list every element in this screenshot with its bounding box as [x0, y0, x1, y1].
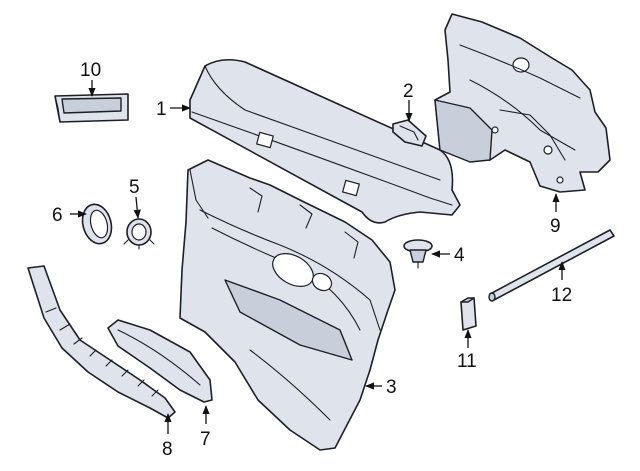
callout-6: 6 — [52, 205, 63, 226]
callout-3: 3 — [386, 377, 397, 398]
part-1-upper-trim-rail — [189, 58, 461, 224]
part-10-vent-clip — [54, 93, 129, 123]
callout-8: 8 — [162, 439, 173, 460]
part-9-insulation-pad — [434, 13, 611, 193]
part-5-speaker-ring — [123, 218, 155, 250]
callout-11: 11 — [457, 351, 477, 372]
part-3-door-trim-panel — [179, 159, 396, 451]
part-11-retainer-clip — [460, 297, 477, 331]
part-12-rod — [488, 229, 615, 302]
callout-10: 10 — [80, 60, 101, 81]
part-8-trim-strip — [27, 265, 176, 419]
callout-2: 2 — [403, 81, 414, 102]
callout-labels: 10 1 2 9 4 5 6 3 12 11 7 8 — [52, 60, 572, 460]
callout-5: 5 — [129, 177, 140, 198]
leader-lines — [70, 80, 566, 434]
callout-9: 9 — [550, 216, 561, 237]
callout-1: 1 — [156, 99, 167, 120]
callout-12: 12 — [551, 285, 572, 306]
part-7-armrest — [107, 319, 213, 403]
callout-7: 7 — [200, 429, 211, 450]
part-4-push-pin — [403, 239, 433, 269]
callout-4: 4 — [454, 245, 465, 266]
part-6-speaker-grille — [81, 203, 113, 245]
